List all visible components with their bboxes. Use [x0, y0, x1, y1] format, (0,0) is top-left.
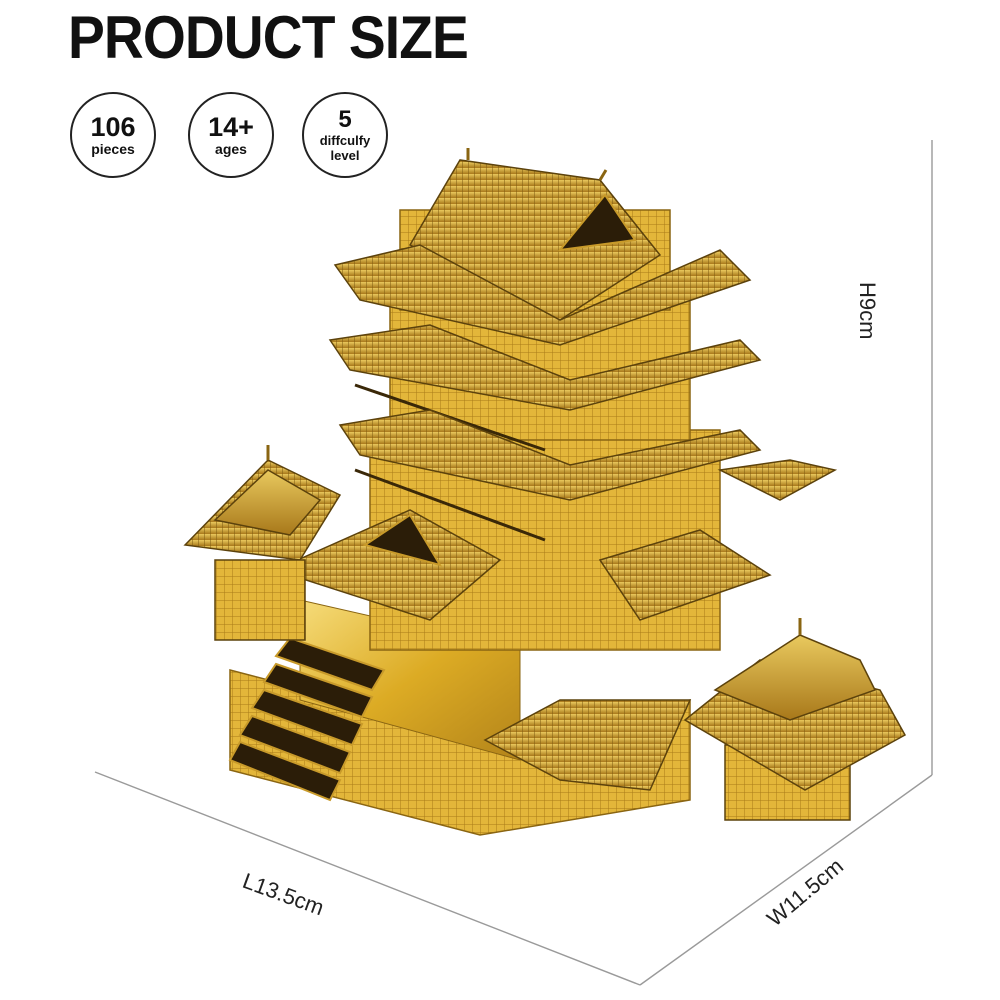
page-title: PRODUCT SIZE: [68, 4, 469, 71]
difficulty-label-1: diffculfy: [319, 133, 371, 148]
ages-value: 14+: [208, 112, 254, 142]
staircase: [228, 636, 386, 802]
dimension-lines: [94, 140, 933, 986]
height-dimension: H9cm: [855, 282, 880, 340]
right-pavilion: [683, 618, 907, 821]
ages-label: ages: [215, 141, 247, 157]
pieces-count: 106: [90, 112, 136, 142]
pagoda-model: [183, 148, 907, 836]
pieces-label: pieces: [91, 141, 135, 157]
difficulty-label-2: level: [330, 148, 360, 163]
left-pavilion: [183, 445, 342, 641]
ages-badge: 14+ ages: [188, 92, 274, 178]
difficulty-badge: 5 diffculfy level: [302, 92, 388, 178]
difficulty-value: 5: [338, 106, 352, 133]
pieces-badge: 106 pieces: [70, 92, 156, 178]
